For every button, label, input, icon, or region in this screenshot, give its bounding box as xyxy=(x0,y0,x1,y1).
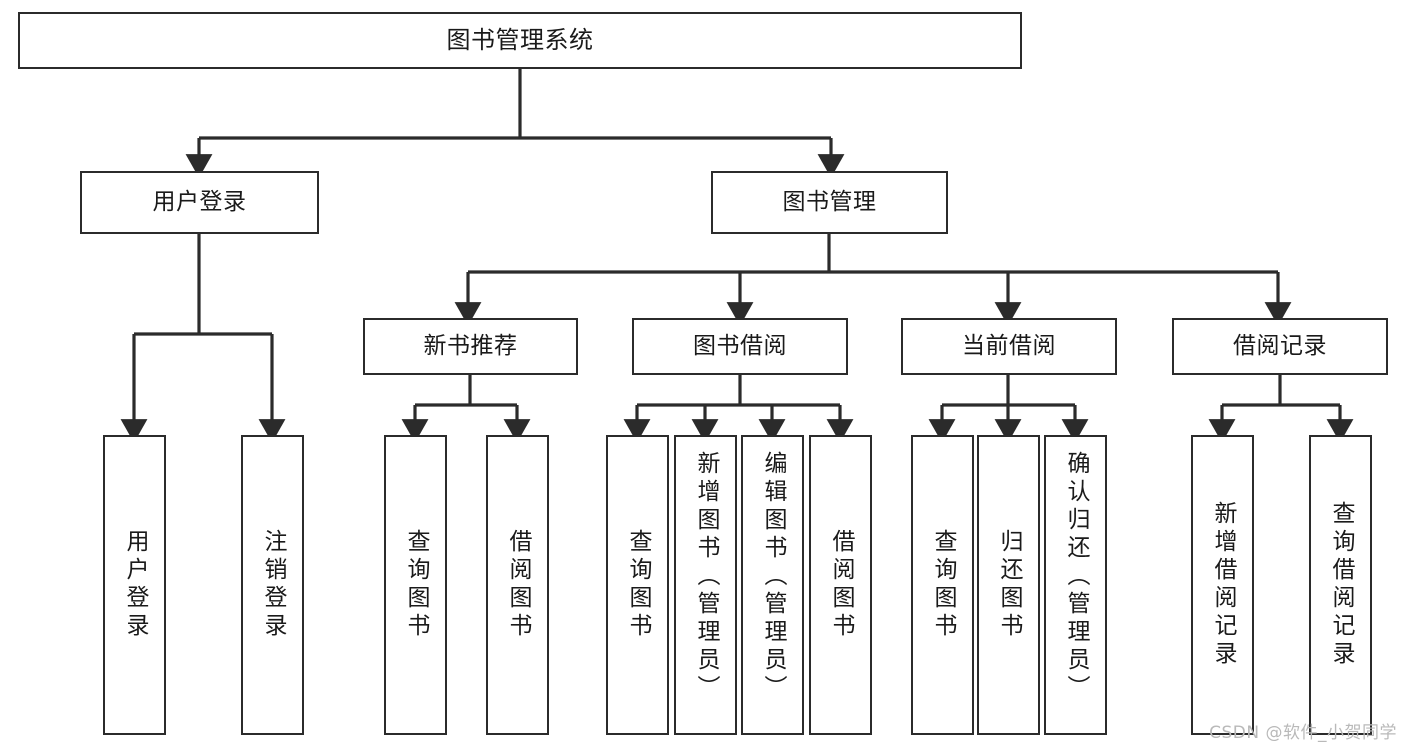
leaf-label: 查询图书 xyxy=(930,529,956,641)
node-leaf-query-record[interactable]: 查询借阅记录 xyxy=(1309,435,1372,735)
leaf-label: 查询图书 xyxy=(403,529,429,641)
leaf-label: 确认归还（管理员） xyxy=(1063,451,1089,703)
node-new-book-recommend[interactable]: 新书推荐 xyxy=(363,318,578,375)
node-root-system[interactable]: 图书管理系统 xyxy=(18,12,1022,69)
node-borrow-record[interactable]: 借阅记录 xyxy=(1172,318,1388,375)
node-leaf-query-book-1[interactable]: 查询图书 xyxy=(384,435,447,735)
leaf-label: 查询图书 xyxy=(625,529,651,641)
leaf-label: 查询借阅记录 xyxy=(1328,501,1354,669)
leaf-label: 注销登录 xyxy=(260,529,286,641)
csdn-watermark: CSDN @软件_小贺同学 xyxy=(1209,723,1397,743)
leaf-label: 借阅图书 xyxy=(505,529,531,641)
node-leaf-query-book-2[interactable]: 查询图书 xyxy=(606,435,669,735)
leaf-label: 编辑图书（管理员） xyxy=(760,451,786,703)
node-user-login[interactable]: 用户登录 xyxy=(80,171,319,234)
node-book-manage[interactable]: 图书管理 xyxy=(711,171,948,234)
leaf-label: 新增借阅记录 xyxy=(1210,501,1236,669)
node-leaf-borrow-book-2[interactable]: 借阅图书 xyxy=(809,435,872,735)
node-leaf-query-book-3[interactable]: 查询图书 xyxy=(911,435,974,735)
node-leaf-add-book[interactable]: 新增图书（管理员） xyxy=(674,435,737,735)
node-leaf-add-record[interactable]: 新增借阅记录 xyxy=(1191,435,1254,735)
leaf-label: 归还图书 xyxy=(996,529,1022,641)
node-leaf-return-book[interactable]: 归还图书 xyxy=(977,435,1040,735)
node-leaf-user-login[interactable]: 用户登录 xyxy=(103,435,166,735)
node-leaf-logout-login[interactable]: 注销登录 xyxy=(241,435,304,735)
node-leaf-edit-book[interactable]: 编辑图书（管理员） xyxy=(741,435,804,735)
leaf-label: 借阅图书 xyxy=(828,529,854,641)
leaf-label: 新增图书（管理员） xyxy=(693,451,719,703)
node-leaf-borrow-book-1[interactable]: 借阅图书 xyxy=(486,435,549,735)
node-current-borrow[interactable]: 当前借阅 xyxy=(901,318,1117,375)
node-book-borrow[interactable]: 图书借阅 xyxy=(632,318,848,375)
node-leaf-confirm-return[interactable]: 确认归还（管理员） xyxy=(1044,435,1107,735)
leaf-label: 用户登录 xyxy=(122,529,148,641)
